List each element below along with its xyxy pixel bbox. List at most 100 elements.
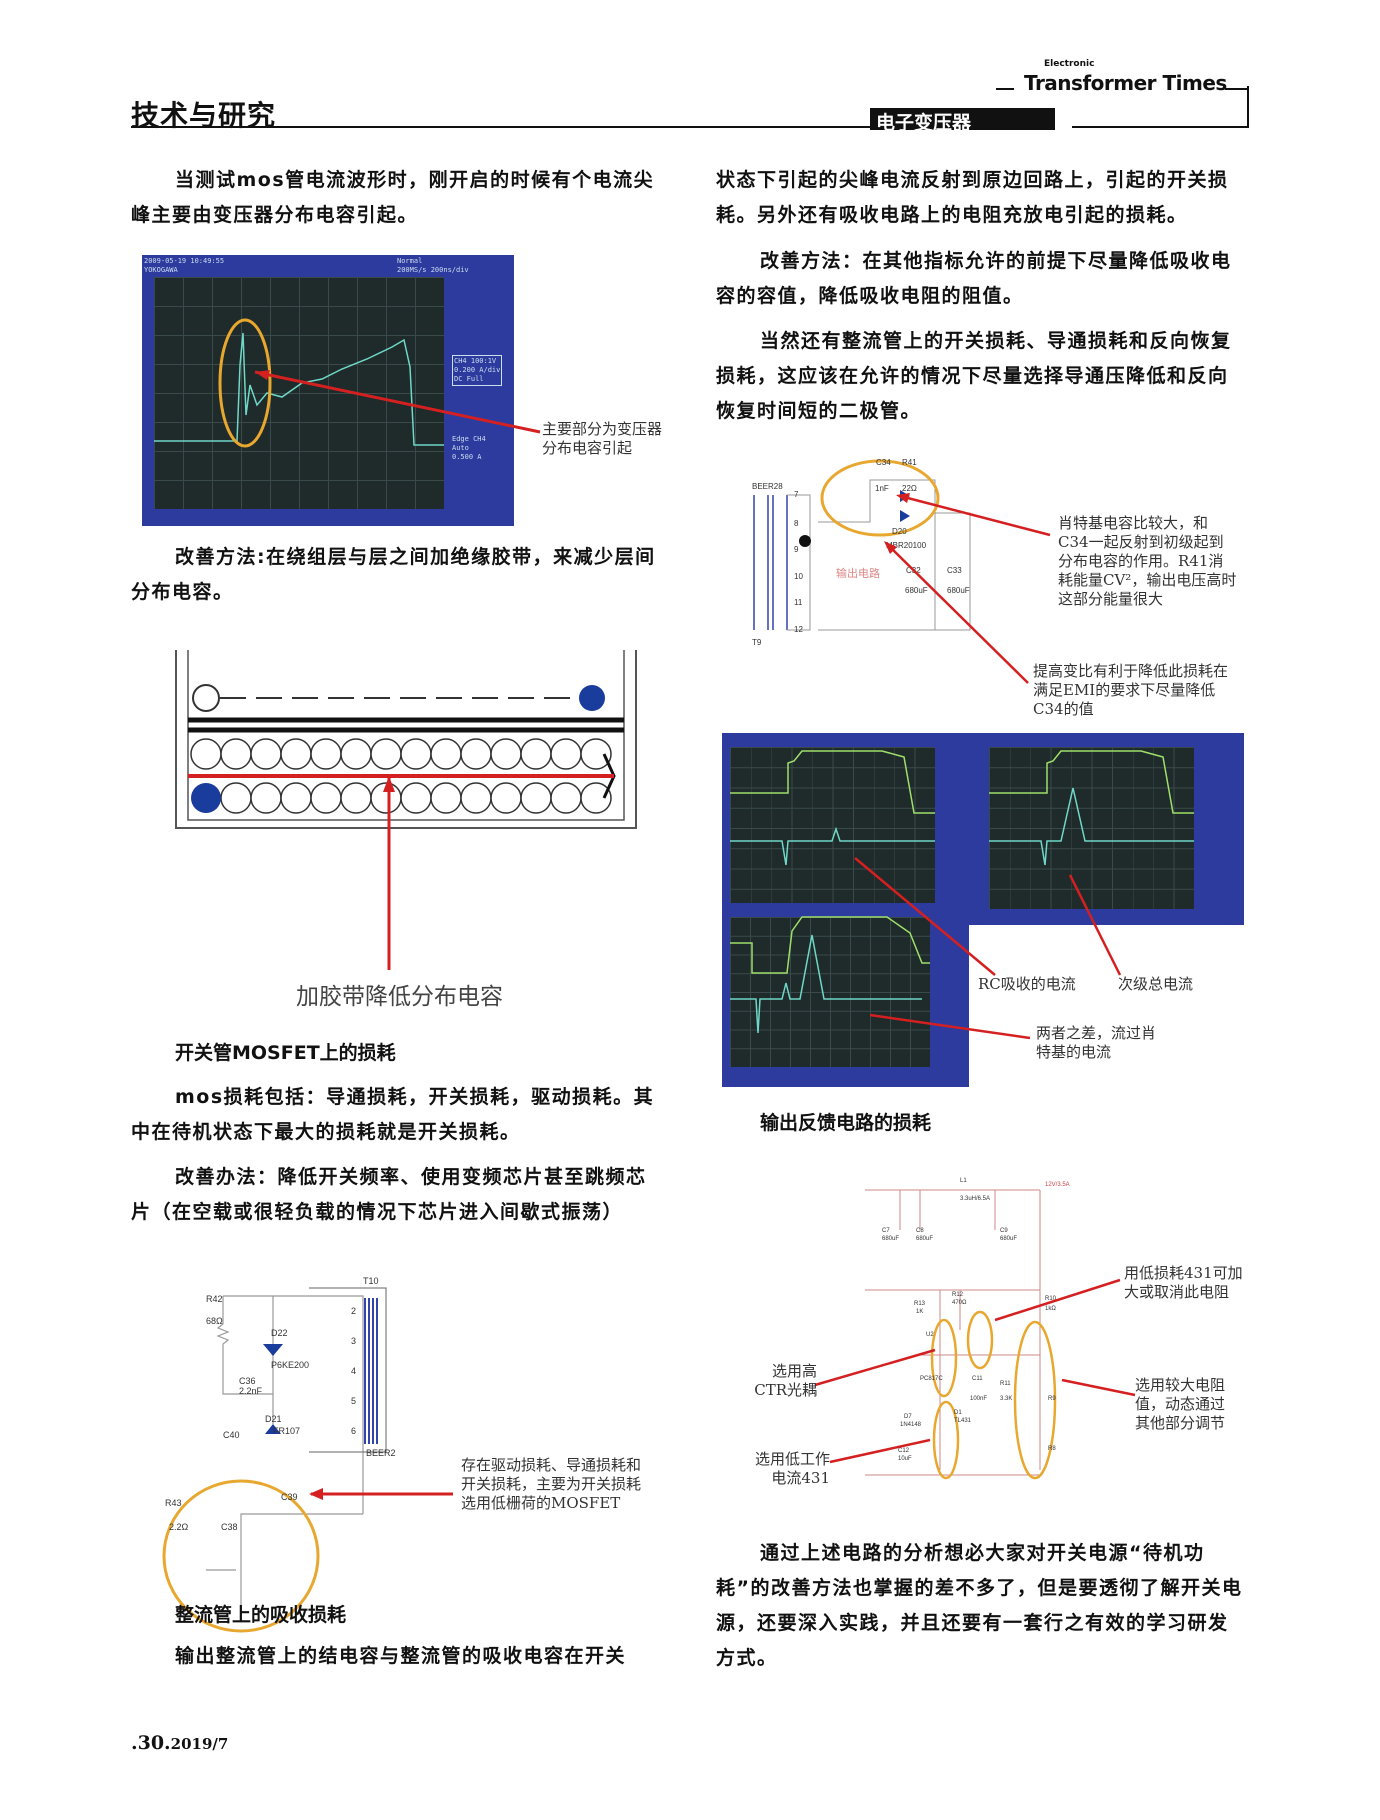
component-label: C36 <box>239 1376 256 1386</box>
component-label: 1K <box>916 1309 923 1315</box>
component-label: C39 <box>281 1492 298 1502</box>
component-label: R43 <box>165 1498 182 1508</box>
component-label: D21 <box>265 1414 282 1424</box>
annotation: 选用低工作电流431 <box>754 1450 830 1487</box>
header-rule <box>131 126 871 128</box>
component-label: 470Ω <box>952 1300 967 1306</box>
annotation: 肖特基电容比较大，和C34一起反射到初级起到分布电容的作用。R41消耗能量CV²… <box>1058 514 1237 608</box>
component-label: 68Ω <box>206 1316 223 1326</box>
waveform <box>154 318 444 448</box>
oscilloscope-figure-2b <box>981 733 1244 925</box>
component-label: U2 <box>926 1332 934 1338</box>
section-heading: 整流管上的吸收损耗 <box>175 1604 347 1626</box>
component-label: 2.2Ω <box>169 1522 189 1532</box>
component-label: D7 <box>904 1414 912 1420</box>
component-label: C8 <box>916 1228 924 1234</box>
pin-label: 8 <box>794 519 799 528</box>
annotation: 提高变比有利于降低此损耗在满足EMI的要求下尽量降低C34的值 <box>1033 662 1229 718</box>
paragraph: 输出整流管上的结电容与整流管的吸收电容在开关 <box>175 1645 627 1667</box>
component-label: MBR20100 <box>886 541 927 550</box>
annotation: 选用高CTR光耦 <box>754 1362 817 1399</box>
component-label: 1N4148 <box>900 1422 922 1428</box>
component-label: TL431 <box>954 1418 972 1424</box>
component-label: T9 <box>752 638 762 647</box>
component-label: L1 <box>960 1178 967 1184</box>
pin-label: 11 <box>794 598 803 607</box>
component-label: C33 <box>947 566 962 575</box>
magazine-logo-cn: 电子变压器 <box>870 108 1055 134</box>
component-label: 3.3uH/6.5A <box>960 1196 990 1202</box>
component-label: 1kΩ <box>1045 1306 1056 1312</box>
label-rc-current: RC吸收的电流 <box>978 975 1076 993</box>
component-label: R10 <box>1045 1296 1057 1302</box>
oscilloscope-figure-2a <box>722 733 981 925</box>
paragraph: 改善办法：降低开关频率、使用变频芯片甚至跳频芯片（在空载或很轻负载的情况下芯片进… <box>131 1166 647 1223</box>
component-label: R9 <box>1048 1396 1056 1402</box>
component-label: 2.2nF <box>239 1386 263 1396</box>
pin-label: 5 <box>351 1396 356 1406</box>
component-label: C9 <box>1000 1228 1008 1234</box>
pin-label: 2 <box>351 1306 356 1316</box>
component-label: T10 <box>363 1276 379 1286</box>
annotation: 存在驱动损耗、导通损耗和开关损耗，主要为开关损耗 选用低栅荷的MOSFET <box>461 1456 642 1512</box>
component-label: C34 <box>876 458 891 467</box>
component-label: 3.3K <box>1000 1396 1012 1402</box>
annotation: 主要部分为变压器分布电容引起 <box>542 420 663 457</box>
circuit-label: 输出电路 <box>836 566 880 580</box>
pin-label: 10 <box>794 572 803 581</box>
section-heading: 输出反馈电路的损耗 <box>760 1112 932 1134</box>
header-rule-right <box>1072 126 1248 128</box>
component-label: 680uF <box>947 586 970 595</box>
component-label: C7 <box>882 1228 890 1234</box>
paragraph: 改善方法：在其他指标允许的前提下尽量降低吸收电容的容值，降低吸收电阻的阻值。 <box>716 250 1232 307</box>
pin-label: 7 <box>794 490 799 499</box>
component-label: PC817C <box>920 1376 943 1382</box>
component-label: D20 <box>892 527 907 536</box>
winding-diagram <box>175 650 637 970</box>
paragraph: 状态下引起的尖峰电流反射到原边回路上，引起的开关损耗。另外还有吸收电路上的电阻充… <box>716 169 1229 226</box>
component-label: R11 <box>1000 1381 1011 1387</box>
paragraph: 通过上述电路的分析想必大家对开关电源“待机功耗”的改善方法也掌握的差不多了，但是… <box>716 1542 1243 1669</box>
component-label: FR107 <box>273 1426 300 1436</box>
component-label: R42 <box>206 1294 223 1304</box>
component-label: C40 <box>223 1430 240 1440</box>
component-label: C12 <box>898 1448 910 1454</box>
component-label: R41 <box>902 458 917 467</box>
figure-caption: 加胶带降低分布电容 <box>296 984 503 1010</box>
page-number: .30.2019/7 <box>131 1732 229 1754</box>
component-label: C38 <box>221 1522 238 1532</box>
component-label: D1 <box>954 1410 962 1416</box>
component-label: R13 <box>914 1301 926 1307</box>
component-label: 10uF <box>898 1456 912 1462</box>
output-label: 12V/3.5A <box>1045 1182 1070 1188</box>
magazine-logo-small: Electronic <box>1044 59 1095 69</box>
component-label: 680uF <box>916 1236 933 1242</box>
component-label: C11 <box>972 1376 983 1382</box>
component-label: BEER28 <box>752 482 783 491</box>
section-heading: 开关管MOSFET上的损耗 <box>175 1042 396 1064</box>
annotation: 选用较大电阻值，动态通过其他部分调节 <box>1135 1376 1226 1432</box>
component-label: R8 <box>1048 1446 1056 1452</box>
component-label: 680uF <box>905 586 928 595</box>
label-total-current: 次级总电流 <box>1118 975 1194 993</box>
pin-label: 12 <box>794 625 803 634</box>
component-label: 100nF <box>970 1396 987 1402</box>
pin-label: 4 <box>351 1366 356 1376</box>
paragraph: 当测试mos管电流波形时，刚开启的时候有个电流尖峰主要由变压器分布电容引起。 <box>131 169 655 226</box>
pin-label: 9 <box>794 545 799 554</box>
component-label: 680uF <box>882 1236 899 1242</box>
feedback-schematic: L1 3.3uH/6.5A C7 680uF C8 680uF C9 680uF R13… <box>865 1178 1070 1480</box>
component-label: 680uF <box>1000 1236 1017 1242</box>
component-label: D22 <box>271 1328 288 1338</box>
component-label: BEER2 <box>366 1448 396 1458</box>
component-label: P6KE200 <box>271 1360 309 1370</box>
oscilloscope-figure-2c <box>722 903 969 1087</box>
label-diff-current: 两者之差，流过肖特基的电流 <box>1036 1024 1157 1061</box>
